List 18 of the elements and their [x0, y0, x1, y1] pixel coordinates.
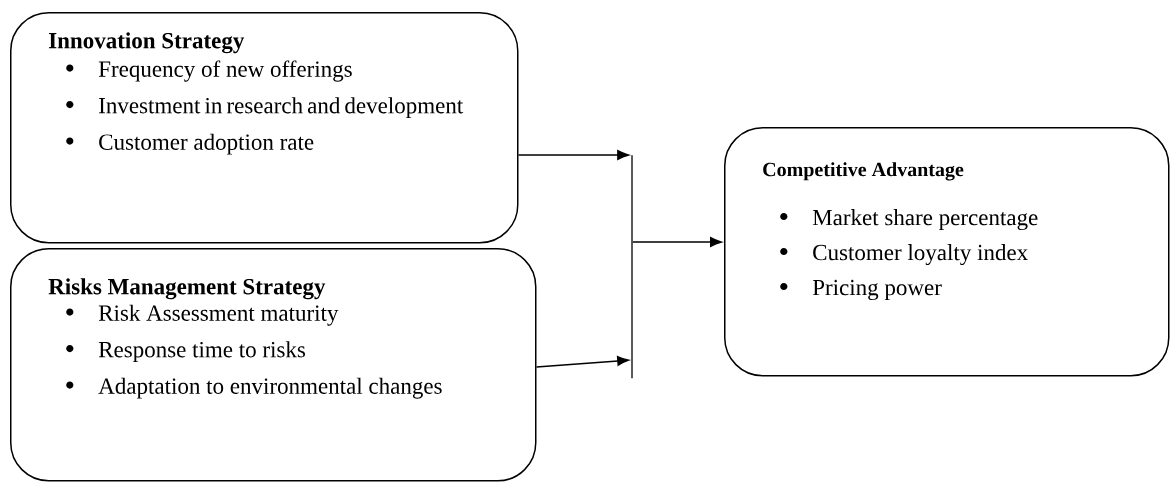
heading: Competitive Advantage	[763, 162, 964, 181]
list-item: Risk Assessment maturity	[98, 304, 339, 326]
heading: Innovation Strategy	[48, 32, 245, 54]
list-item: Customer adoption rate	[99, 133, 314, 155]
list-item: Adaptation to environmental changes	[98, 377, 442, 399]
rounded-box	[724, 127, 1170, 377]
arrow	[632, 237, 723, 247]
heading: Risks Management Strategy	[48, 278, 326, 300]
rounded-box	[10, 248, 537, 482]
rounded-box	[10, 12, 519, 244]
list-item: Investment in research and development	[99, 97, 464, 119]
list-item: Frequency of new offerings	[98, 60, 352, 82]
list-item: Market share percentage	[812, 209, 1038, 231]
list-item: Response time to risks	[98, 341, 305, 363]
list-item: Pricing power	[812, 279, 942, 301]
arrow	[535, 356, 630, 368]
list-item: Customer loyalty index	[813, 244, 1028, 266]
arrow	[517, 150, 630, 160]
